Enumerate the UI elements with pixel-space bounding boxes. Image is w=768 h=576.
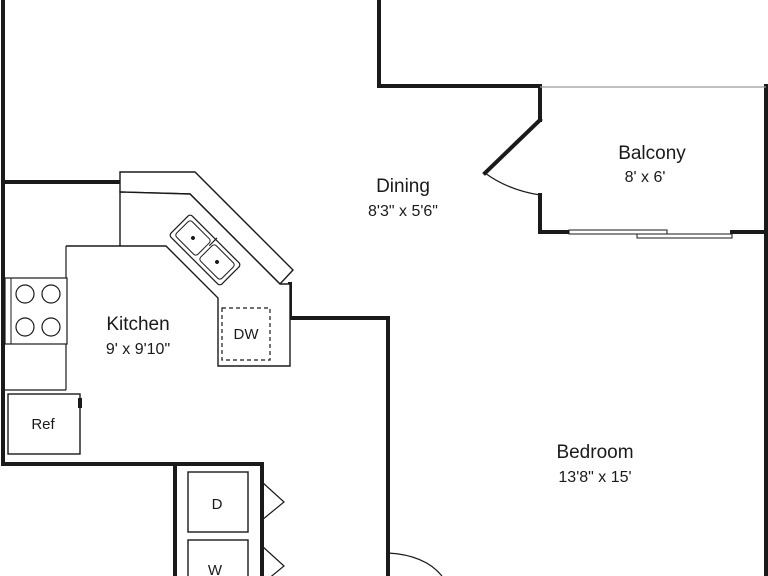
balcony-name: Balcony — [618, 143, 686, 164]
refrigerator-label: Ref — [31, 416, 55, 433]
bedroom-name: Bedroom — [556, 442, 633, 463]
sink — [169, 214, 241, 286]
dryer: D — [187, 471, 249, 533]
refrigerator: Ref — [7, 393, 82, 455]
dishwasher: DW — [221, 307, 271, 361]
sliding-door[interactable] — [568, 229, 733, 239]
bedroom-door[interactable] — [387, 552, 443, 576]
dining-right-wall — [538, 193, 571, 234]
bedroom-left-wall — [288, 282, 390, 576]
laundry-doors[interactable] — [261, 481, 285, 576]
balcony-dimensions: 8' x 6' — [625, 169, 666, 186]
stove — [4, 277, 68, 345]
kitchen-name: Kitchen — [106, 314, 169, 335]
kitchen-dimensions: 9' x 9'10" — [106, 341, 170, 358]
washer-label: W — [208, 562, 223, 576]
balcony-door[interactable] — [482, 117, 543, 196]
dishwasher-label: DW — [234, 326, 260, 343]
washer: W — [187, 539, 249, 576]
dining-top-wall — [377, 0, 542, 122]
bedroom-dimensions: 13'8" x 15' — [558, 469, 631, 486]
dining-dimensions: 8'3" x 5'6" — [368, 203, 438, 220]
dryer-label: D — [212, 496, 223, 513]
dining-name: Dining — [376, 176, 430, 197]
